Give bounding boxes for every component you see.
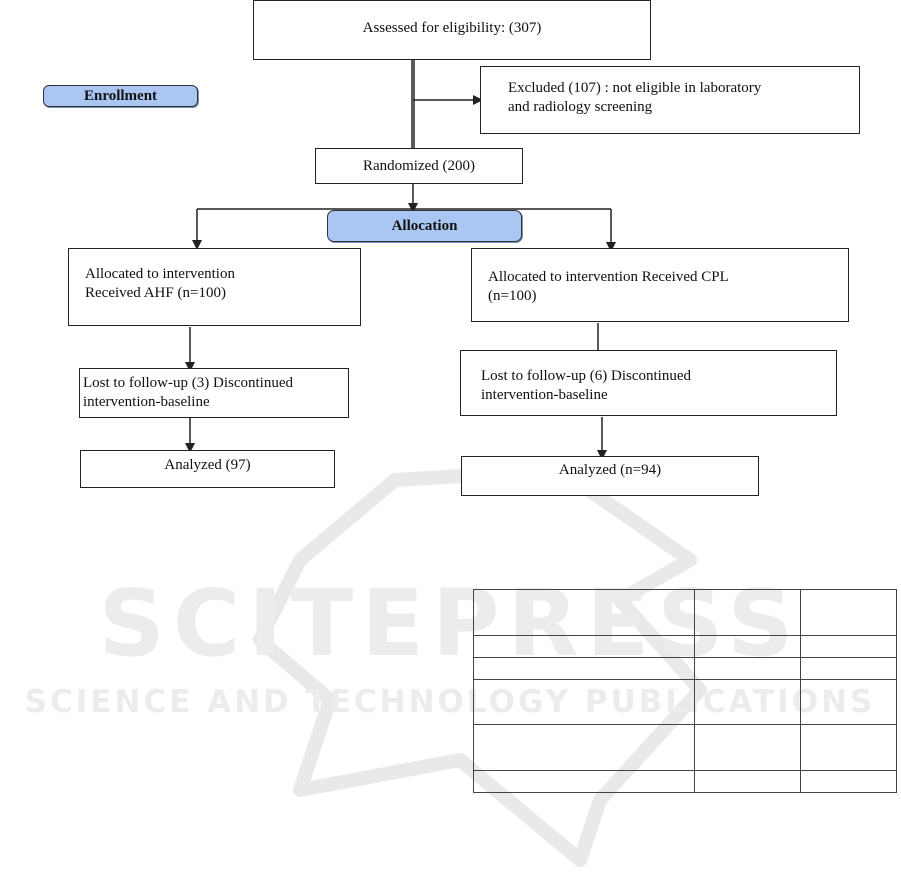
excluded-box: Excluded (107) : not eligible in laborat… (480, 66, 860, 134)
assessed-text: Assessed for eligibility: (307) (362, 20, 542, 36)
left-allocated-line1: Allocated to intervention (85, 266, 235, 282)
excluded-line1: Excluded (107) : not eligible in laborat… (508, 80, 762, 96)
table-cell (800, 635, 897, 658)
right-lost-line2: intervention-baseline (481, 387, 608, 403)
left-allocated-box: Allocated to intervention Received AHF (… (68, 248, 361, 326)
left-lost-box: Lost to follow-up (3) Discontinued inter… (79, 368, 349, 418)
right-analyzed-box: Analyzed (n=94) (461, 456, 759, 496)
right-analyzed-text: Analyzed (n=94) (558, 462, 662, 478)
randomized-text: Randomized (200) (362, 157, 476, 174)
left-analyzed-text: Analyzed (97) (164, 457, 251, 473)
table-row (473, 589, 897, 636)
left-allocated-line2: Received AHF (n=100) (85, 285, 226, 301)
table-row (473, 657, 897, 680)
table-cell (800, 724, 897, 771)
table-cell (473, 679, 695, 725)
empty-table (473, 589, 897, 793)
table-row (473, 679, 897, 725)
table-cell (694, 679, 801, 725)
right-lost-box: Lost to follow-up (6) Discontinued inter… (460, 350, 837, 416)
table-cell (473, 770, 695, 793)
table-cell (473, 589, 695, 636)
table-cell (473, 635, 695, 658)
table-cell (694, 770, 801, 793)
table-cell (473, 724, 695, 771)
right-allocated-line2: (n=100) (488, 288, 537, 304)
table-cell (694, 657, 801, 680)
table-row (473, 635, 897, 658)
table-cell (694, 724, 801, 771)
table-cell (800, 589, 897, 636)
enrollment-text: Enrollment (83, 87, 158, 104)
allocation-label: Allocation (327, 210, 522, 242)
table-cell (694, 635, 801, 658)
table-cell (694, 589, 801, 636)
right-allocated-line1: Allocated to intervention Received CPL (488, 269, 729, 285)
allocation-text: Allocation (391, 217, 458, 234)
table-row (473, 770, 897, 793)
excluded-line2: and radiology screening (508, 99, 653, 115)
table-row (473, 724, 897, 771)
left-lost-line1: Lost to follow-up (3) Discontinued (83, 375, 293, 391)
table-cell (800, 657, 897, 680)
right-allocated-box: Allocated to intervention Received CPL (… (471, 248, 849, 322)
randomized-box: Randomized (200) (315, 148, 523, 184)
table-cell (800, 770, 897, 793)
assessed-box: Assessed for eligibility: (307) (253, 0, 651, 60)
left-lost-line2: intervention-baseline (83, 394, 210, 410)
left-analyzed-box: Analyzed (97) (80, 450, 335, 488)
table-cell (800, 679, 897, 725)
table-cell (473, 657, 695, 680)
enrollment-label: Enrollment (43, 85, 198, 107)
right-lost-line1: Lost to follow-up (6) Discontinued (481, 368, 691, 384)
